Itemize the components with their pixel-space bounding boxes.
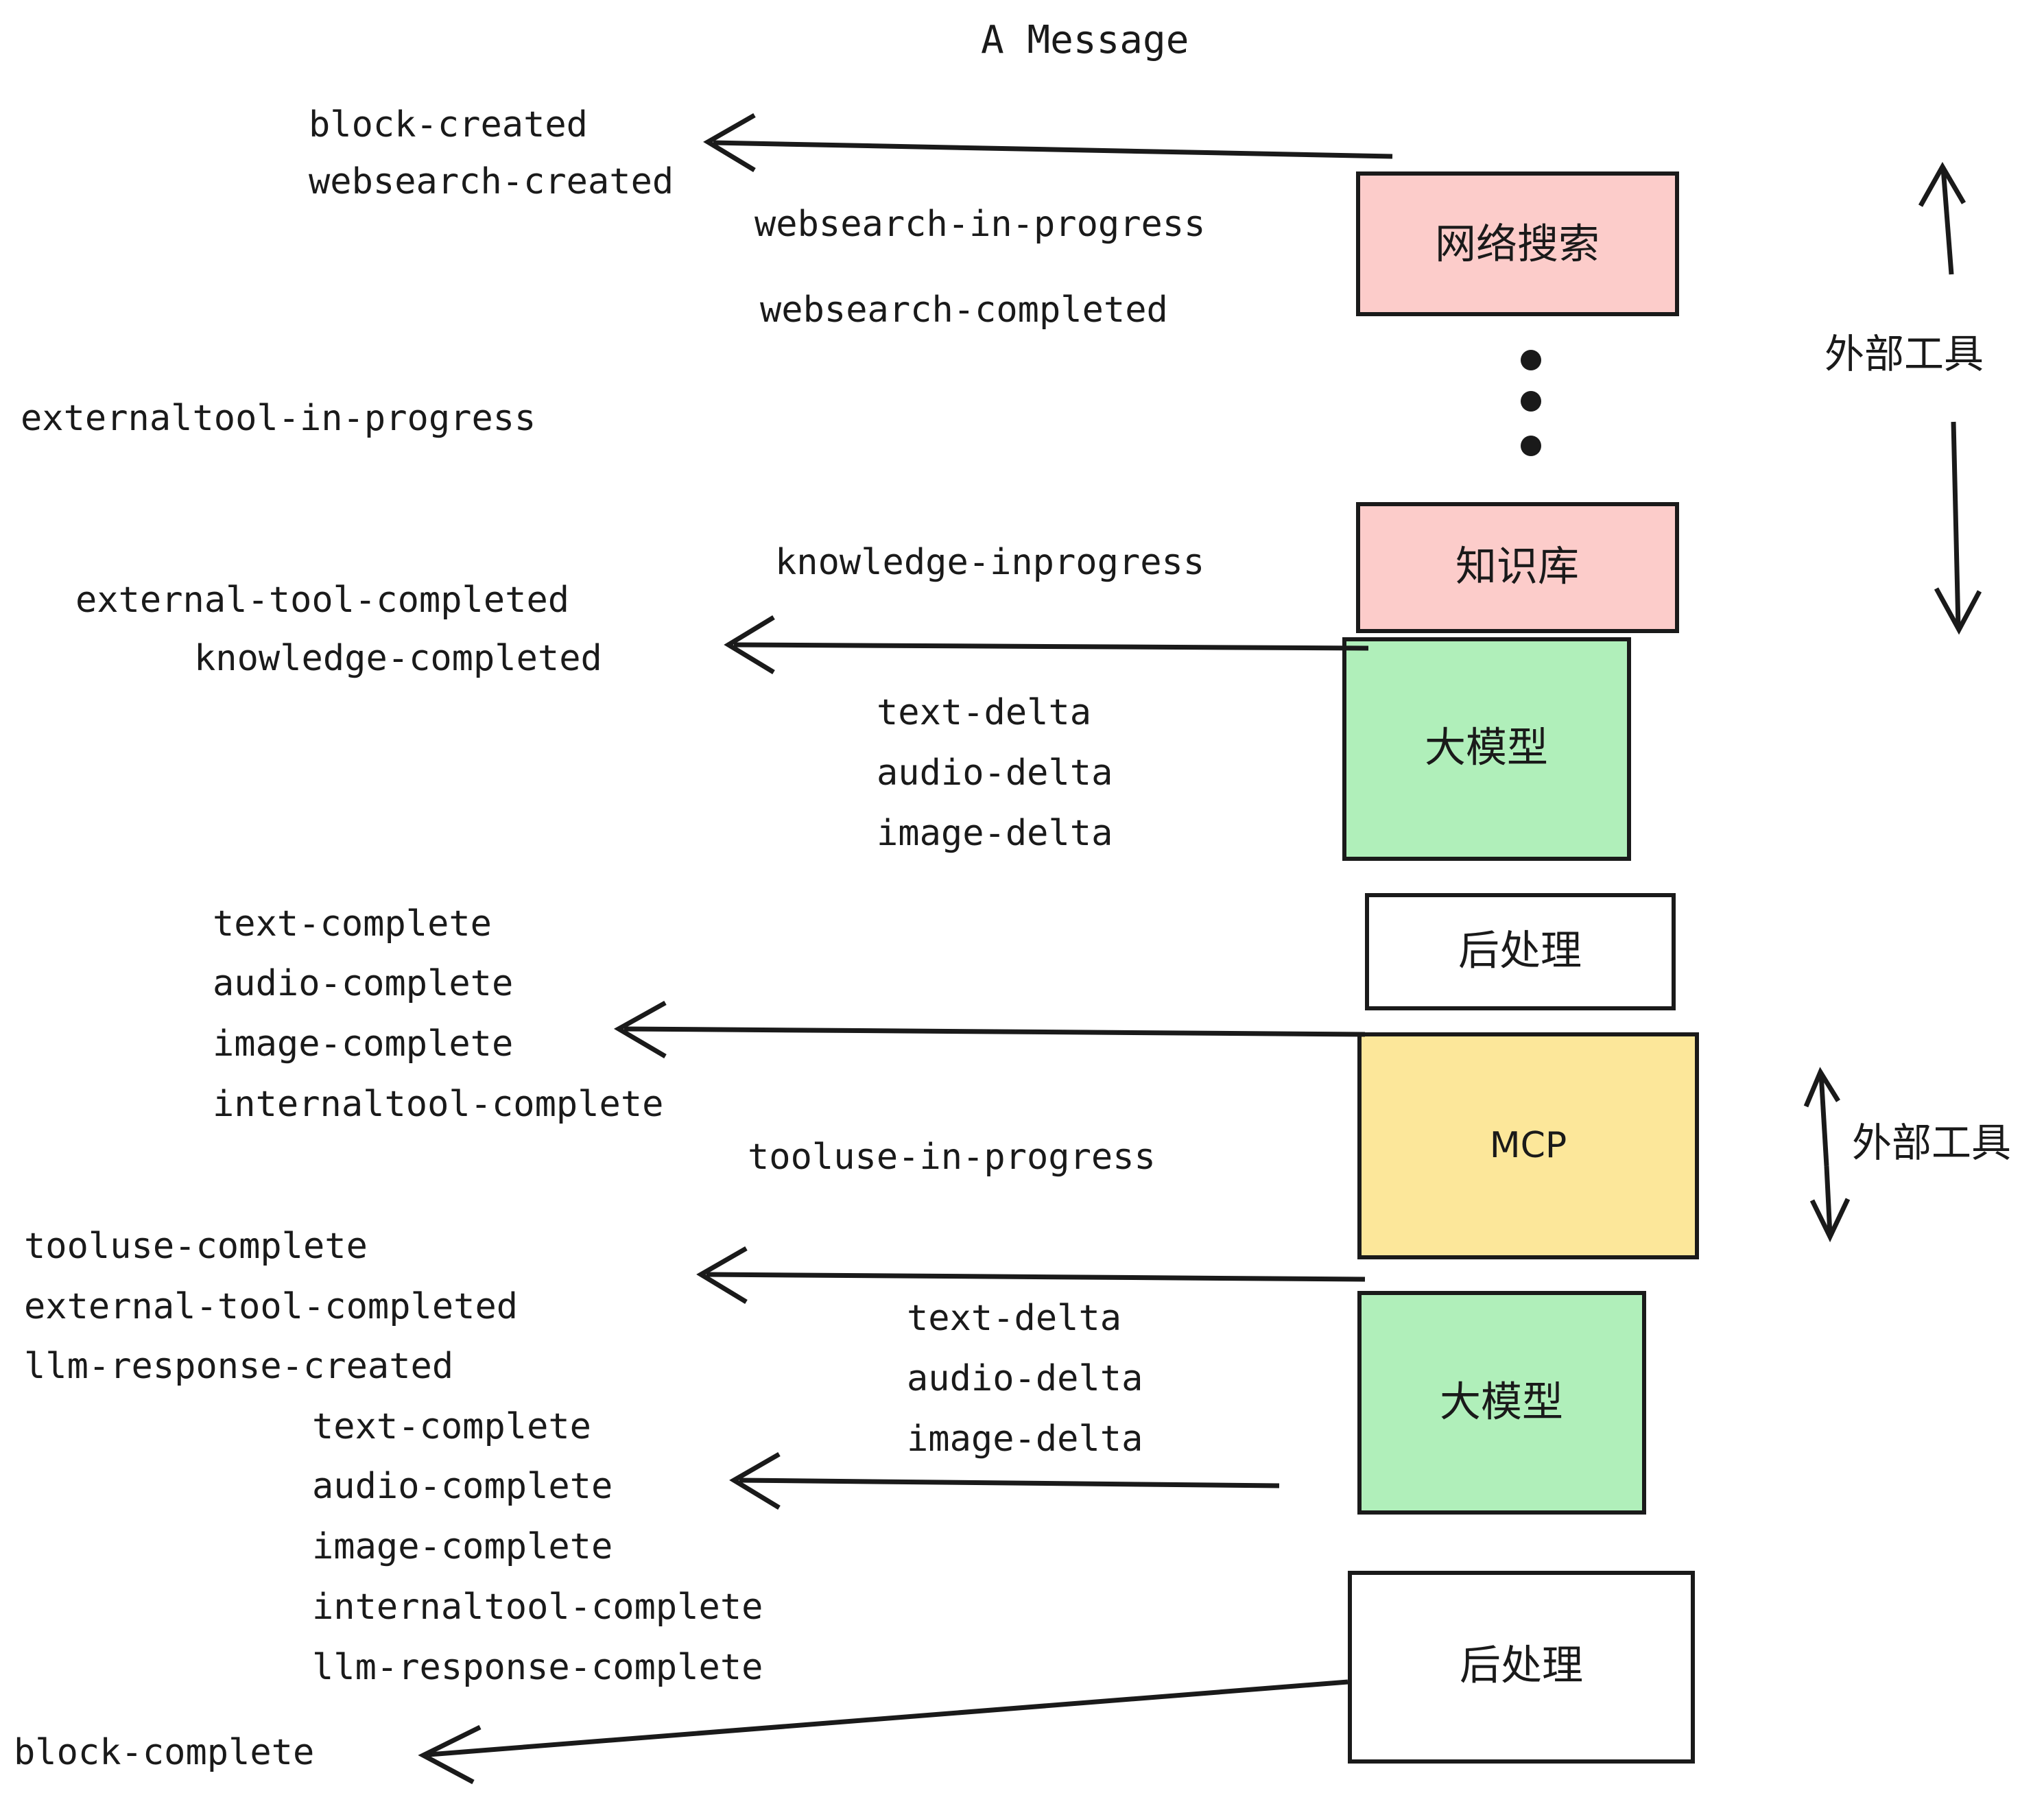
external-tools-bottom-up-arrowhead	[1803, 1067, 1840, 1108]
node-knowledge[interactable]: 知识库	[1356, 502, 1679, 633]
event-label-block-created: block-created	[309, 104, 588, 145]
external-tools-top-down-shaft	[1951, 421, 1961, 628]
node-postprocess-second-label: 后处理	[1460, 1642, 1583, 1690]
event-label-llm-response-complete: llm-response-complete	[312, 1647, 763, 1688]
external-tools-bottom-down-arrowhead	[1809, 1198, 1851, 1243]
arrow-to-knowledge-completed	[724, 615, 1369, 674]
event-label-image-delta-2: image-delta	[907, 1419, 1143, 1460]
page-title: A Message	[981, 18, 1189, 62]
event-label-externaltool-in-progress: externaltool-in-progress	[21, 398, 536, 439]
event-label-block-complete: block-complete	[14, 1732, 314, 1773]
arrow-to-audio-complete	[729, 1451, 1280, 1510]
node-websearch-rect	[1356, 171, 1679, 316]
node-knowledge-label: 知识库	[1455, 543, 1579, 591]
node-llm-first[interactable]: 大模型	[1342, 637, 1631, 861]
node-llm-second-label: 大模型	[1440, 1379, 1563, 1427]
event-label-external-tool-completed-1: external-tool-completed	[75, 580, 569, 621]
event-label-external-tool-completed-2: external-tool-completed	[24, 1286, 518, 1327]
node-llm-second-rect	[1357, 1291, 1646, 1515]
node-llm-second[interactable]: 大模型	[1357, 1291, 1646, 1515]
event-label-image-complete-2: image-complete	[312, 1526, 613, 1567]
vertical-ellipsis-icon	[1521, 350, 1541, 456]
arrow-to-image-complete	[613, 1000, 1366, 1059]
event-label-llm-response-created: llm-response-created	[24, 1346, 453, 1387]
node-websearch[interactable]: 网络搜索	[1356, 171, 1679, 316]
node-postprocess-second[interactable]: 后处理	[1348, 1571, 1695, 1764]
event-label-websearch-completed: websearch-completed	[760, 289, 1168, 331]
event-label-image-complete-1: image-complete	[213, 1023, 513, 1065]
event-label-text-complete-1: text-complete	[213, 903, 492, 945]
event-label-audio-delta-1: audio-delta	[877, 752, 1113, 794]
node-llm-first-rect	[1342, 637, 1631, 861]
external-tools-bottom-down-shaft	[1824, 1165, 1833, 1235]
event-label-internaltool-complete-1: internaltool-complete	[213, 1084, 663, 1125]
node-mcp-label: MCP	[1490, 1125, 1567, 1166]
external-tools-top-up-arrowhead	[1918, 161, 1966, 207]
arrow-to-block-created	[703, 112, 1393, 172]
node-postprocess-first-label: 后处理	[1458, 927, 1582, 975]
external-tools-bottom-annotation: 外部工具	[1803, 1067, 2011, 1243]
event-label-knowledge-inprogress: knowledge-inprogress	[775, 542, 1204, 583]
event-label-websearch-in-progress: websearch-in-progress	[754, 204, 1205, 245]
event-label-websearch-created: websearch-created	[309, 161, 674, 202]
node-llm-first-label: 大模型	[1425, 724, 1548, 772]
event-label-audio-delta-2: audio-delta	[907, 1358, 1143, 1399]
arrow-to-tooluse-complete	[696, 1246, 1366, 1304]
event-label-text-delta-1: text-delta	[877, 692, 1091, 733]
node-mcp-rect	[1357, 1032, 1699, 1259]
event-label-audio-complete-2: audio-complete	[312, 1466, 613, 1507]
external-tools-bottom-label: 外部工具	[1852, 1119, 2011, 1166]
event-label-audio-complete-1: audio-complete	[213, 963, 513, 1004]
node-knowledge-rect	[1356, 502, 1679, 633]
node-postprocess-first[interactable]: 后处理	[1365, 893, 1676, 1010]
node-postprocess-first-rect	[1365, 893, 1676, 1010]
event-label-text-delta-2: text-delta	[907, 1298, 1121, 1339]
arrow-to-block-complete	[418, 1679, 1348, 1785]
event-label-text-complete-2: text-complete	[312, 1406, 591, 1447]
node-mcp[interactable]: MCP	[1357, 1032, 1699, 1259]
event-label-tooluse-in-progress: tooluse-in-progress	[748, 1137, 1156, 1178]
external-tools-bottom-up-shaft	[1818, 1073, 1829, 1167]
external-tools-top-annotation: 外部工具	[1825, 161, 1984, 635]
node-websearch-label: 网络搜索	[1435, 221, 1600, 269]
event-label-knowledge-completed: knowledge-completed	[194, 638, 602, 679]
node-postprocess-second-rect	[1348, 1571, 1695, 1764]
external-tools-top-label: 外部工具	[1825, 331, 1984, 377]
external-tools-top-up-shaft	[1940, 167, 1954, 275]
event-label-image-delta-1: image-delta	[877, 813, 1113, 854]
event-label-internaltool-complete-2: internaltool-complete	[312, 1587, 763, 1628]
event-label-tooluse-complete: tooluse-complete	[24, 1226, 368, 1267]
external-tools-top-down-arrowhead	[1934, 587, 1982, 635]
